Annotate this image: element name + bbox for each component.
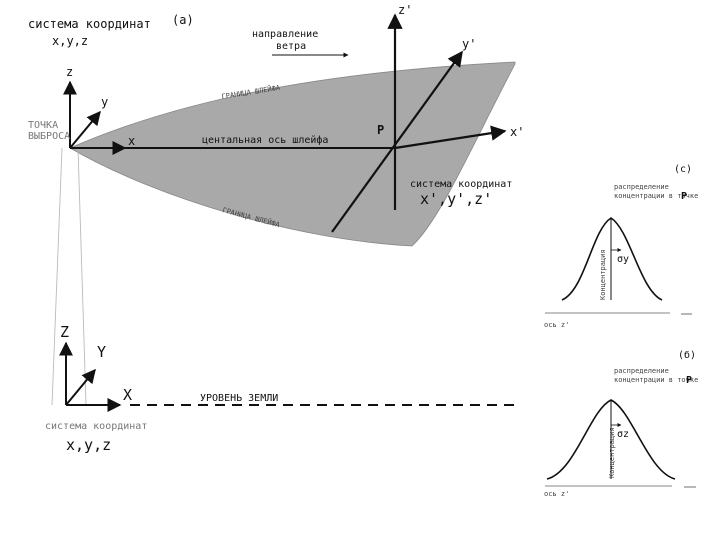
panel-b-axis-label: ось z' <box>544 490 569 498</box>
panel-c-axis-label: ось z' <box>544 321 569 329</box>
plume-z-label: z' <box>398 3 412 17</box>
panel-c-label: (с) <box>674 164 692 175</box>
panel-c-point: P <box>681 191 687 202</box>
plume-shape <box>69 61 516 247</box>
panel-c-desc-1: распределение <box>614 183 669 191</box>
source-system-title: система координат <box>28 17 151 31</box>
panel-b-vlabel: Концентрация <box>608 427 616 478</box>
source-y-label: y <box>101 95 108 109</box>
ground-system-title: система координат <box>45 421 147 432</box>
ground-z-label: Z <box>60 323 69 341</box>
panel-c-vlabel: Концентрация <box>599 249 607 300</box>
plume-y-label: y' <box>462 37 476 51</box>
ground-y-label: Y <box>97 343 106 361</box>
panel-c-desc-2: концентрации в точке <box>614 192 698 200</box>
plume-system-axes: x',y',z' <box>420 190 492 208</box>
ground-system-axes: x,y,z <box>66 436 111 454</box>
plume-x-axis <box>394 125 507 150</box>
ground-level-label: УРОВЕНЬ ЗЕМЛИ <box>200 393 278 404</box>
wind-direction-label-2: ветра <box>276 41 306 52</box>
ground-system: Z Y X УРОВЕНЬ ЗЕМЛИ система координат x,… <box>45 323 520 454</box>
source-y-axis <box>69 110 101 149</box>
plume-system-title: система координат <box>410 179 512 190</box>
plume-x-label: x' <box>510 125 524 139</box>
plume-y-axis <box>331 50 463 233</box>
stack-outline <box>51 147 87 406</box>
distribution-panel-b: (б) распределение концентрации в точке P… <box>544 349 698 498</box>
panel-b-label: (б) <box>678 349 696 361</box>
panel-c-gaussian-curve <box>561 217 663 301</box>
ground-y-axis <box>65 368 96 406</box>
distribution-panel-c: (с) распределение концентрации в точке P… <box>544 164 698 329</box>
panel-a-label: (а) <box>172 13 194 27</box>
source-z-label: z <box>66 65 73 79</box>
release-point-label-2: ВЫБРОСА <box>28 131 70 142</box>
panel-b-desc-1: распределение <box>614 367 669 375</box>
panel-b-sigma: σz <box>617 429 629 440</box>
source-x-label: x <box>128 134 135 148</box>
centerline-label: центальная ось шлейфа <box>202 134 328 146</box>
plume-panel: система координат x,y,z (а) направление … <box>28 3 524 406</box>
source-system-axes: x,y,z <box>52 34 88 48</box>
panel-b-desc-2: концентрации в точке <box>614 376 698 384</box>
wind-direction-label-1: направление <box>252 29 318 40</box>
point-p-label: P <box>377 123 384 137</box>
panel-b-point: P <box>686 375 692 386</box>
panel-c-sigma: σy <box>617 254 629 265</box>
ground-x-label: X <box>123 386 132 404</box>
release-point-label-1: ТОЧКА <box>28 120 58 131</box>
